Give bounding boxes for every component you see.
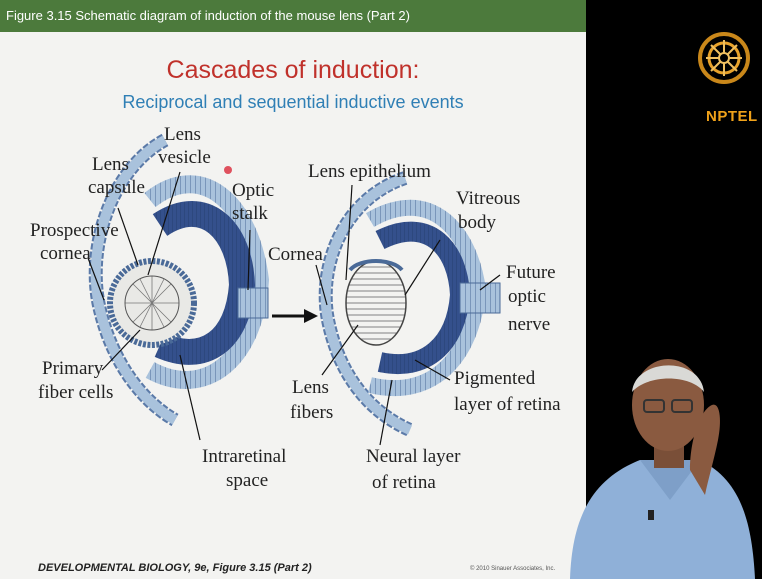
label-lens-fibers-1: Lens [292,377,329,398]
label-neural-layer-1: Neural layer [366,446,461,467]
label-primary-fiber-2: fiber cells [38,382,113,403]
label-future-optic-2: optic [508,286,546,307]
label-neural-layer-2: of retina [372,472,436,493]
label-optic-stalk-2: stalk [232,203,268,224]
laser-pointer-dot [224,166,232,174]
label-lens-capsule-2: capsule [88,177,145,198]
label-lens-capsule-1: Lens [92,154,129,175]
label-prospective-cornea-1: Prospective [30,220,119,241]
label-primary-fiber-1: Primary [42,358,104,379]
label-future-optic-1: Future [506,262,556,283]
label-pigmented-1: Pigmented [454,368,536,389]
label-lens-vesicle-1: Lens [164,124,201,145]
label-intraretinal-1: Intraretinal [202,446,286,467]
nptel-logo-text: NPTEL [706,108,758,125]
label-lens-epithelium: Lens epithelium [308,161,431,182]
slide: Figure 3.15 Schematic diagram of inducti… [0,0,586,579]
label-cornea: Cornea [268,244,323,265]
label-intraretinal-2: space [226,470,268,491]
label-lens-fibers-2: fibers [290,402,333,423]
label-vitreous-1: Vitreous [456,188,520,209]
eye-induction-diagram: Lens vesicle Lens capsule Optic stalk Pr… [0,0,586,579]
label-vitreous-2: body [458,212,497,233]
nptel-logo-icon [698,18,750,100]
label-prospective-cornea-2: cornea [40,243,91,264]
figure-source-footer: DEVELOPMENTAL BIOLOGY, 9e, Figure 3.15 (… [38,562,312,574]
label-optic-stalk-1: Optic [232,180,274,201]
progression-arrow [272,309,318,323]
presenter-video-figure [540,330,762,579]
label-lens-vesicle-2: vesicle [158,147,211,168]
